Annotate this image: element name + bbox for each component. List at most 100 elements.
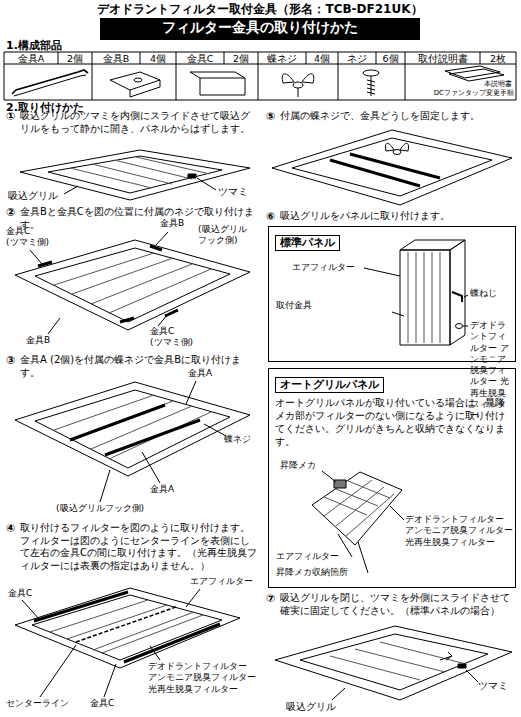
bracket-b [110, 72, 160, 97]
wing-nut [293, 82, 303, 88]
part-label: 取付金具 [276, 300, 392, 311]
leader-line [30, 232, 168, 334]
part-label: 吸込グリル [8, 190, 68, 202]
panel [15, 382, 250, 476]
wing-nut [456, 324, 463, 329]
part-label: センターライン [6, 698, 86, 709]
slide-arrow [440, 652, 452, 660]
callout-number: ③ [6, 354, 20, 368]
intake-grille [300, 634, 488, 690]
part-note: DCファンタップ変更手順 [408, 89, 514, 98]
part-label: デオドラントフィルター アンモニア脱臭フィルター 光再生脱臭フィルター [470, 320, 514, 421]
table-cell: 4個 [306, 53, 338, 65]
bracket-a [14, 75, 86, 96]
table-cell: 4個 [140, 53, 176, 65]
callout-number: ② [6, 206, 20, 220]
part-label: (吸込グリルフック側) [56, 503, 186, 514]
table-grid [4, 52, 516, 100]
part-label: エアフィルター [276, 551, 352, 562]
callout-number: ④ [6, 522, 20, 536]
screw [367, 76, 375, 96]
leader-line [100, 381, 226, 502]
section-heading: 1.構成部品 [6, 39, 126, 53]
panel [272, 130, 512, 205]
callout-number: ① [6, 110, 20, 124]
leader-line [364, 268, 468, 326]
panel-heading: 標準パネル [275, 235, 340, 251]
leader-line [64, 178, 216, 194]
panel [15, 588, 240, 668]
band-text: フィルター金具の取り付けかた [100, 18, 420, 36]
table-cell: 6個 [376, 53, 405, 65]
part-label: 金具C [8, 588, 48, 599]
table-cell: 蝶ネジ [258, 53, 306, 65]
intake-grille [48, 156, 222, 193]
part-label: 昇降メカ [280, 460, 330, 471]
part-label: デオドラントフィルター アンモニア脱臭フィルター 光再生脱臭フィルター [405, 514, 515, 548]
filter-cartridge [400, 250, 450, 345]
part-label: 蝶ネジ [224, 434, 260, 445]
filter-frame [35, 248, 230, 322]
part-label: エアフィルター [292, 262, 364, 273]
part-note: 本説明書 [462, 80, 512, 89]
part-label: 金具C [90, 698, 130, 709]
bracket-mark [38, 246, 178, 322]
filter-pleats [408, 252, 440, 343]
center-line [76, 607, 176, 642]
part-label: エアフィルター [190, 576, 260, 587]
grille-lines [330, 642, 466, 680]
part-label: ツマミ [478, 680, 514, 692]
bracket-bar [330, 154, 440, 186]
table-cell: 金具B [92, 53, 140, 65]
bracket-c-bar [34, 592, 220, 662]
step-text: 吸込グリルをパネルに取り付けます。 [280, 210, 516, 223]
bracket-c [190, 72, 245, 95]
filter-cartridge [400, 240, 465, 345]
bracket-a [12, 70, 88, 94]
bracket-a-bar [70, 405, 200, 455]
section-band: フィルター金具の取り付けかた [100, 18, 420, 40]
filter-frame [35, 390, 230, 468]
panel-heading: オートグリルパネル [275, 377, 384, 393]
part-label: デオドラントフィルター アンモニア脱臭フィルター 光再生脱臭フィルター [148, 661, 260, 695]
part-label: 昇降メカ収納箇所 [276, 567, 368, 578]
table-cell: ネジ [338, 53, 376, 65]
table-cell: 取付説明書 [405, 53, 480, 65]
part-label: 吸込グリル [286, 701, 346, 713]
leader-line [332, 670, 478, 700]
step-text: 取り付けるフィルターを図のように取り付けます。フィルターは図のようにセンターライ… [20, 522, 258, 572]
wing-nut [298, 88, 299, 97]
filter-frame [32, 595, 222, 660]
callout-number: ⑦ [266, 592, 280, 606]
table-cell: 2個 [224, 53, 258, 65]
panel [15, 240, 250, 330]
mount-bracket [452, 292, 462, 302]
callout-number: ⑥ [266, 210, 280, 224]
bracket-b-hole [134, 78, 142, 82]
filter-lines [54, 253, 211, 313]
filter-frame [292, 138, 492, 196]
filter-grid [312, 472, 402, 545]
part-label: 金具C (ツマミ側) [6, 226, 58, 249]
document-title: デオドラントフィルター取付金具（形名：TCB-DF21UK） [4, 2, 516, 17]
part-label: 金具C (ツマミ側) [150, 326, 208, 349]
part-label: ツマミ [218, 186, 258, 198]
table-cell: 2枚 [480, 53, 516, 65]
manual-sheets [445, 66, 504, 81]
lift-mechanism [334, 480, 346, 488]
step-text: 吸込グリルのツマミを内側にスライドさせて吸込グリルをもって静かに開き、パネルから… [20, 110, 258, 135]
table-cell: 金具A [4, 53, 58, 65]
step-text: 金具A (2個)を付属の蝶ネジで金具Bに取り付けます。 [20, 354, 258, 379]
part-label: 金具A [150, 484, 190, 495]
part-label: (吸込グリル フック側) [198, 224, 256, 247]
step-text: 吸込グリルを閉じ、ツマミを外側にスライドさせて確実に固定してください。（標準パネ… [280, 592, 516, 617]
knob [188, 174, 196, 178]
wing-nut [393, 150, 401, 155]
filter-lines [54, 395, 211, 459]
table-frame [4, 52, 516, 100]
grille-lines [70, 157, 210, 188]
part-label: 金具B [160, 218, 200, 229]
part-label: 蝶ねじ [470, 288, 514, 299]
part-label: 金具A [188, 368, 228, 379]
